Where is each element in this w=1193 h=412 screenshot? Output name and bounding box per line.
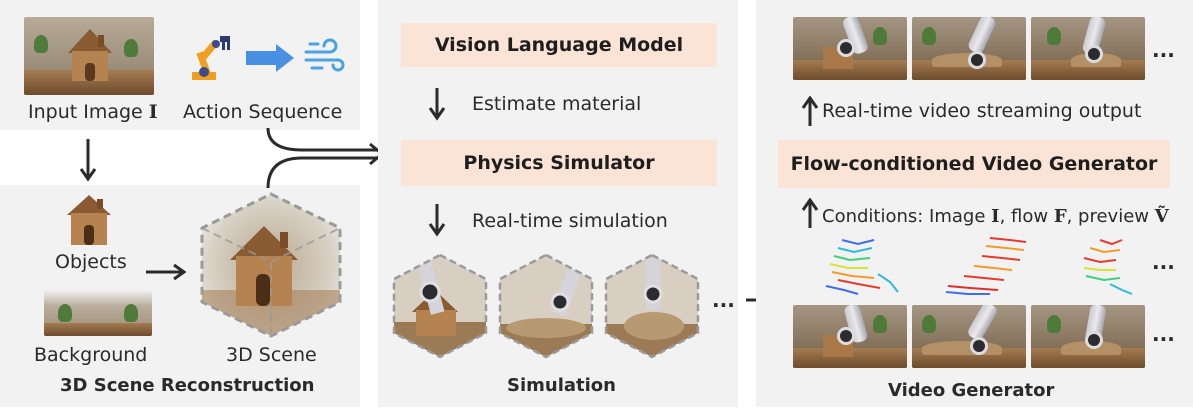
output-frame-3 [1031,17,1145,80]
input-image-label: Input Image I [28,101,158,123]
flow-field-2 [945,237,1027,295]
preview-frame-2 [912,305,1026,368]
3d-scene-cube [196,190,346,340]
preview-frame-1 [793,305,907,368]
3d-scene-label: 3D Scene [226,344,317,366]
flow-ellipsis: ... [1152,250,1175,274]
conditions-flow-prefix: , flow [999,206,1054,227]
output-frame-1 [793,17,907,80]
conditions-preview-symbol: Ṽ [1154,206,1169,227]
simulation-ellipsis: ... [712,288,735,312]
action-sequence-label: Action Sequence [183,101,343,123]
input-image-thumbnail [24,17,154,95]
conditions-prefix: Conditions: Image [822,206,992,227]
estimate-material-label: Estimate material [472,93,642,115]
background-photo [44,290,152,336]
output-ellipsis: ... [1152,38,1175,62]
preview-ellipsis: ... [1152,322,1175,346]
arrow-input-to-reconstruction [79,139,97,182]
realtime-simulation-label: Real-time simulation [472,210,668,232]
video-generator-title: Video Generator [888,380,1055,401]
arrow-up-conditions [801,198,819,228]
output-frame-2 [912,17,1026,80]
physics-simulator-box: Physics Simulator [401,140,717,186]
objects-label: Objects [55,251,127,273]
conditions-label: Conditions: Image I, flow F, preview Ṽ [822,206,1169,227]
conditions-image-symbol: I [991,206,1000,227]
reconstruction-title: 3D Scene Reconstruction [60,375,315,396]
arrow-to-3d-scene [146,263,187,281]
flow-video-generator-box: Flow-conditioned Video Generator [778,140,1170,188]
arrow-simulator-to-frames [428,204,446,237]
background-label: Background [34,344,148,366]
conditions-flow-symbol: F [1053,206,1067,227]
simulation-frame-3 [602,252,702,360]
simulation-title: Simulation [507,375,616,396]
arrow-up-stream [801,96,819,126]
flow-field-1 [825,239,899,295]
preview-frame-3 [1031,305,1145,368]
vision-language-model-box: Vision Language Model [401,23,717,67]
house-icon [65,193,113,251]
simulation-frame-1 [390,252,490,360]
right-arrow-icon [244,42,296,78]
stream-label: Real-time video streaming output [822,100,1142,122]
input-image-symbol: I [148,101,158,123]
flow-field-3 [1083,239,1133,295]
arrow-vlm-to-simulator [428,88,446,121]
conditions-preview-prefix: , preview [1066,206,1155,227]
robot-arm-icon [186,28,242,88]
input-image-label-text: Input Image [28,101,143,123]
simulation-frame-2 [496,252,596,360]
arrow-to-physics-simulator [266,127,385,189]
wind-icon [302,38,346,80]
